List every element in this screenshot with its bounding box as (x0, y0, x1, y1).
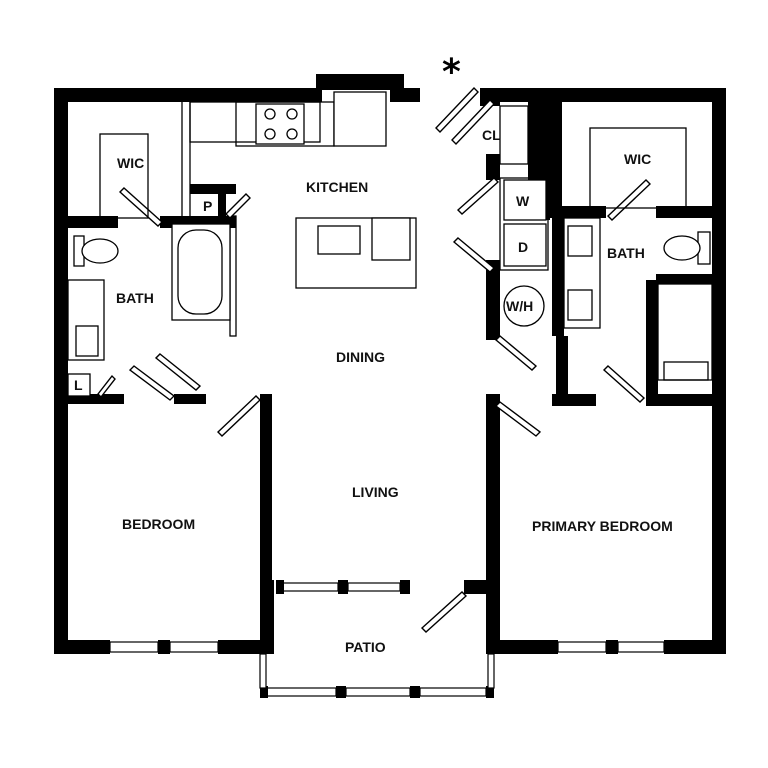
fixtures (67, 91, 713, 397)
dishwasher-icon (371, 217, 411, 261)
label-bedroom: BEDROOM (122, 516, 195, 532)
washer-icon (503, 179, 547, 221)
label-patio: PATIO (345, 639, 386, 655)
label-closet: CL (482, 127, 501, 143)
refrigerator-icon (333, 91, 387, 147)
windows (109, 580, 665, 698)
doors (97, 86, 652, 633)
shower-icon (657, 283, 713, 381)
label-bath-right: BATH (607, 245, 645, 261)
sink-icon (567, 289, 593, 321)
room-labels: * WIC KITCHEN P CL WIC W D W/H BATH BATH… (74, 52, 673, 655)
label-washer: W (516, 193, 530, 209)
water-heater-icon (503, 285, 545, 327)
sink-icon (567, 225, 593, 257)
label-wic-left: WIC (117, 155, 144, 171)
toilet-icon (663, 231, 711, 265)
bathtub-icon (171, 223, 231, 321)
label-primary-bedroom: PRIMARY BEDROOM (532, 518, 673, 534)
kitchen-sink-icon (317, 225, 361, 255)
label-pantry: P (203, 198, 212, 214)
label-water-heater: W/H (506, 298, 533, 314)
toilet-icon (73, 235, 119, 267)
label-living: LIVING (352, 484, 399, 500)
label-dryer: D (518, 239, 528, 255)
interior-walls (68, 88, 714, 654)
stove-icon (255, 103, 305, 145)
label-wic-right: WIC (624, 151, 651, 167)
marker-asterisk: * (442, 52, 461, 93)
dryer-icon (503, 223, 547, 267)
label-linen: L (74, 377, 83, 393)
label-kitchen: KITCHEN (306, 179, 368, 195)
kitchen-island (295, 217, 417, 289)
sink-icon (75, 325, 99, 357)
label-bath-left: BATH (116, 290, 154, 306)
label-dining: DINING (336, 349, 385, 365)
